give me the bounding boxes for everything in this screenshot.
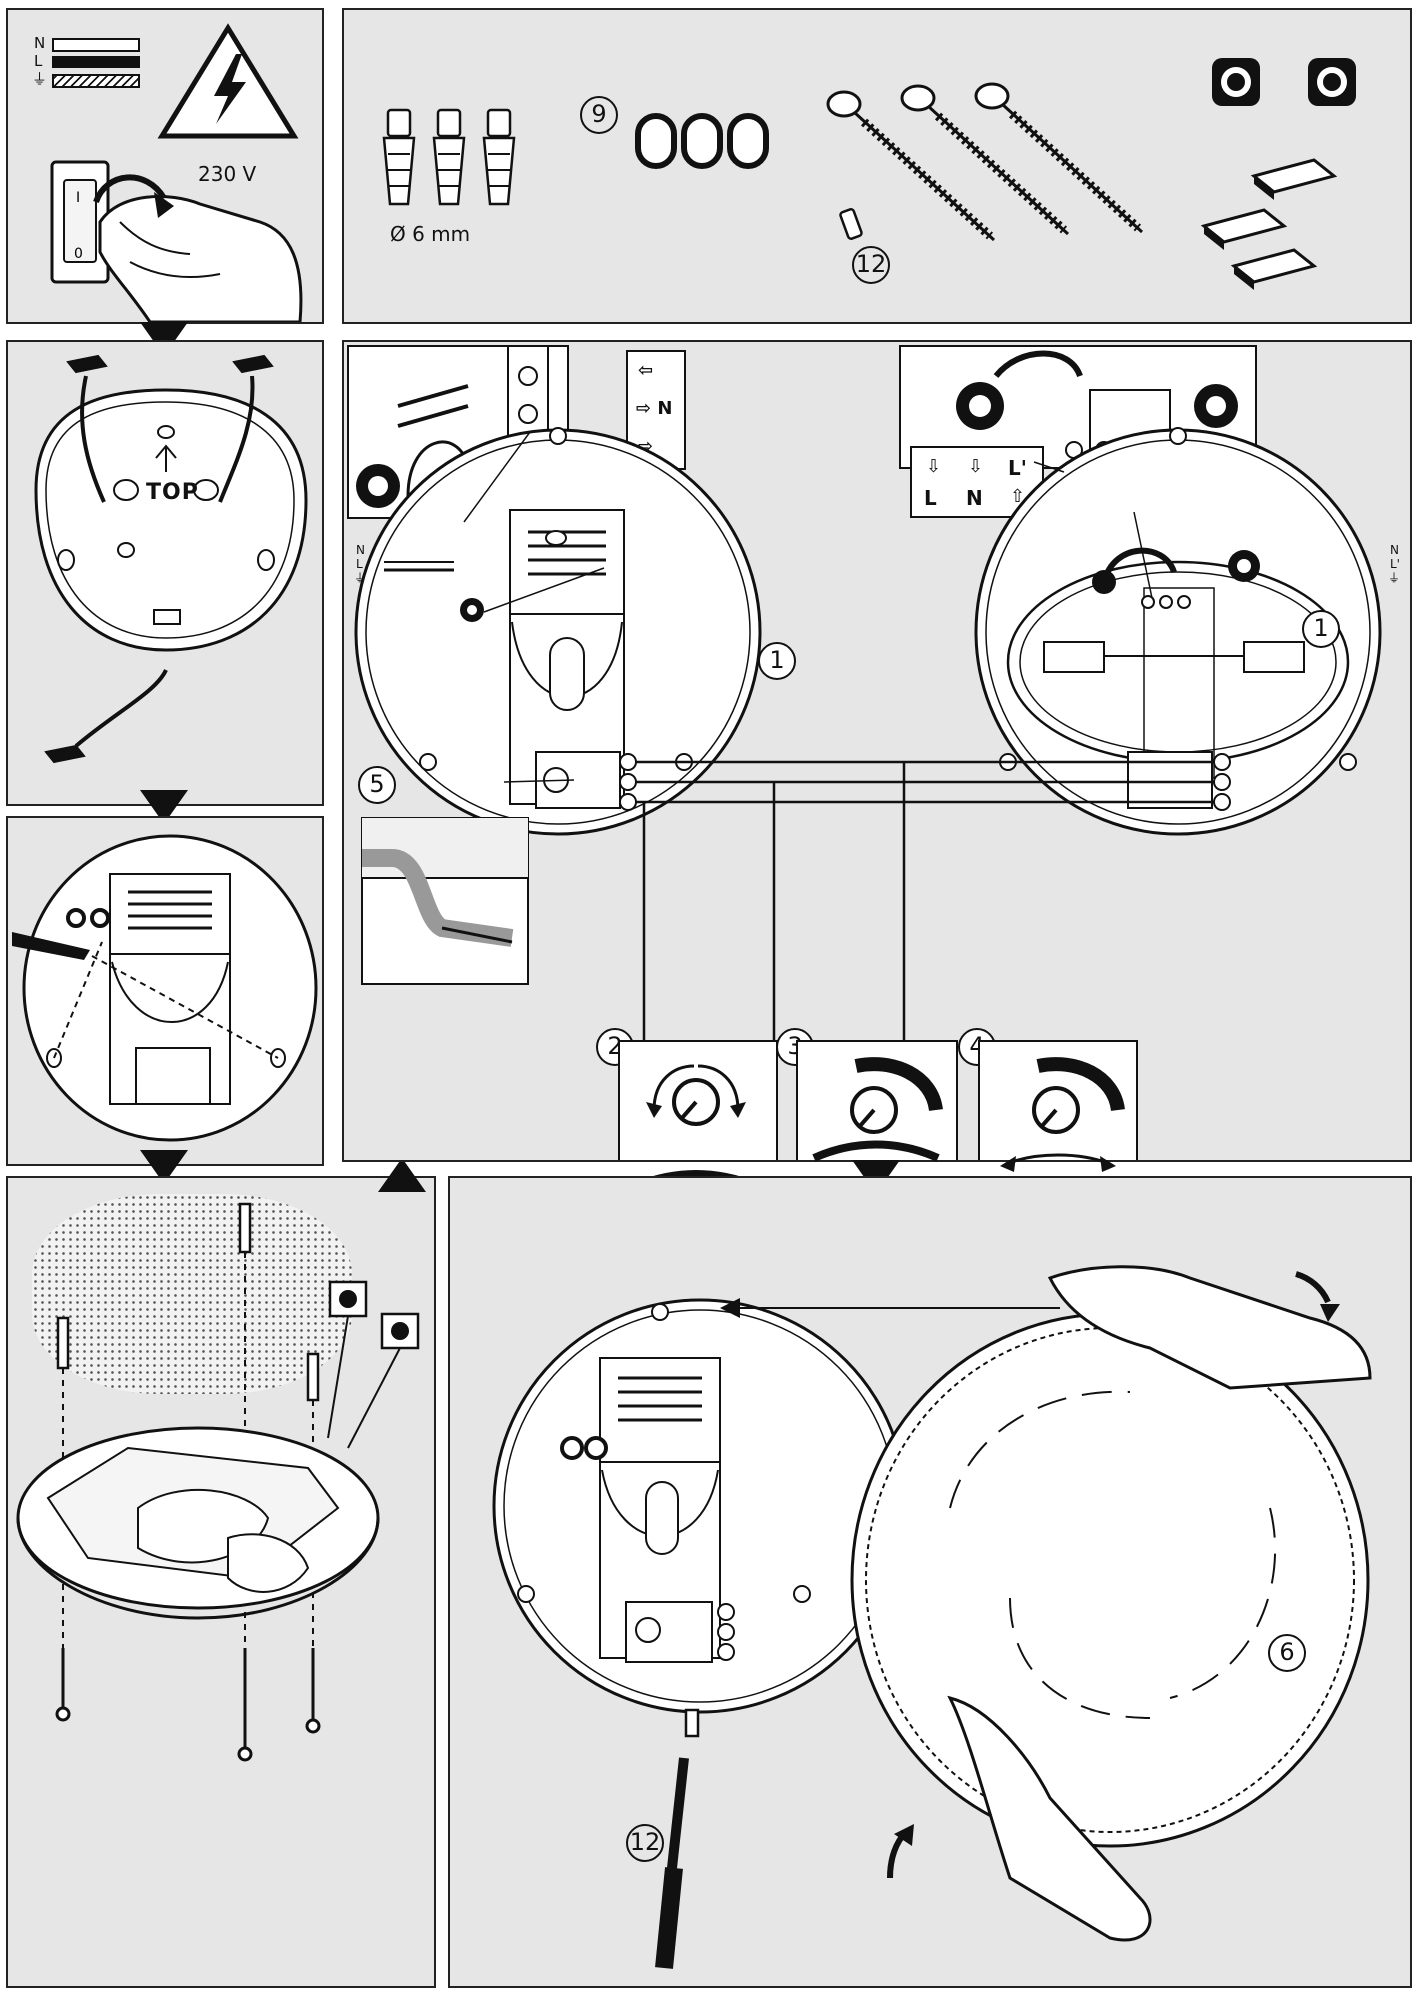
wire-neutral-bar	[52, 38, 140, 52]
panel-wiring: ⇦ ⇨ N ⇨ L N L' ⇩ ⇩ ⇧ N L ⏚ N L' ⏚	[342, 340, 1412, 1162]
mounting-clip-icon	[1200, 158, 1338, 290]
wire-earth-bar	[52, 74, 140, 88]
fixture-open-icon	[12, 834, 318, 1142]
terminal-legend-n: ⇨ N	[636, 398, 673, 419]
fixture-sensor-icon	[354, 427, 1382, 1042]
wire-label-l: L	[34, 52, 43, 70]
panel-base-plate: TOP	[6, 340, 324, 806]
wire-live-bar	[52, 56, 140, 68]
cable-routing-icon	[361, 817, 529, 985]
fixture-closed-icon	[492, 1265, 1372, 1969]
svg-text:I: I	[76, 190, 80, 206]
grub-screw-icon	[839, 208, 863, 240]
dowel-size-label: Ø 6 mm	[390, 222, 471, 246]
washer-icon	[635, 113, 769, 169]
high-voltage-warning-icon	[157, 23, 299, 139]
wire-label-earth-right: ⏚	[1388, 571, 1401, 585]
svg-text:0: 0	[74, 246, 83, 262]
top-label: TOP	[146, 480, 199, 505]
ceiling-texture	[32, 1194, 352, 1394]
grommet-icon	[1212, 58, 1356, 106]
item-5-label: 5	[358, 766, 396, 804]
wire-label-l-right: L'	[1390, 557, 1400, 571]
wire-label-n: N	[34, 34, 46, 52]
panel-mark-holes	[6, 816, 324, 1166]
wire-label-earth: ⏚	[32, 70, 48, 88]
step-arrow-up	[378, 1158, 426, 1192]
panel-power-off: N L ⏚ 230 V I 0	[6, 8, 324, 324]
item-1-right-label: 1	[1302, 610, 1340, 648]
item-6-label: 6	[1268, 1634, 1306, 1672]
panel-cover-assembly: 6 12	[448, 1176, 1412, 1988]
panel-parts: Ø 6 mm 9 12	[342, 8, 1412, 324]
long-screw-icon	[826, 82, 1144, 242]
terminal-legend-out: ⇦	[638, 360, 654, 381]
wall-dowel-icon	[382, 108, 516, 206]
terminal-arrow-down-icon: ⇩	[968, 456, 984, 477]
wire-label-n-right: N	[1390, 543, 1399, 557]
terminal-arrow-up-icon: ⇧	[1010, 486, 1026, 507]
wire-label-n-left: N	[356, 543, 365, 557]
hand-pressing-icon	[98, 195, 303, 322]
voltage-label: 230 V	[198, 162, 257, 186]
terminal-legend-n: N	[966, 486, 983, 510]
terminal-arrow-down-icon: ⇩	[926, 456, 942, 477]
clip-insert-arrows-icon	[44, 354, 274, 764]
item-1-left-label: 1	[758, 642, 796, 680]
ceiling-mount-icon	[16, 1202, 420, 1762]
item-12-label: 12	[852, 246, 890, 284]
wire-label-l-left: L	[356, 557, 363, 571]
terminal-legend-l: L	[924, 486, 937, 510]
panel-mount-ceiling	[6, 1176, 436, 1988]
terminal-legend-l-switched: L'	[1008, 456, 1027, 480]
curved-arrow-icon	[93, 174, 174, 218]
item-9-label: 9	[580, 96, 618, 134]
item-12-assembly-label: 12	[626, 1824, 664, 1862]
